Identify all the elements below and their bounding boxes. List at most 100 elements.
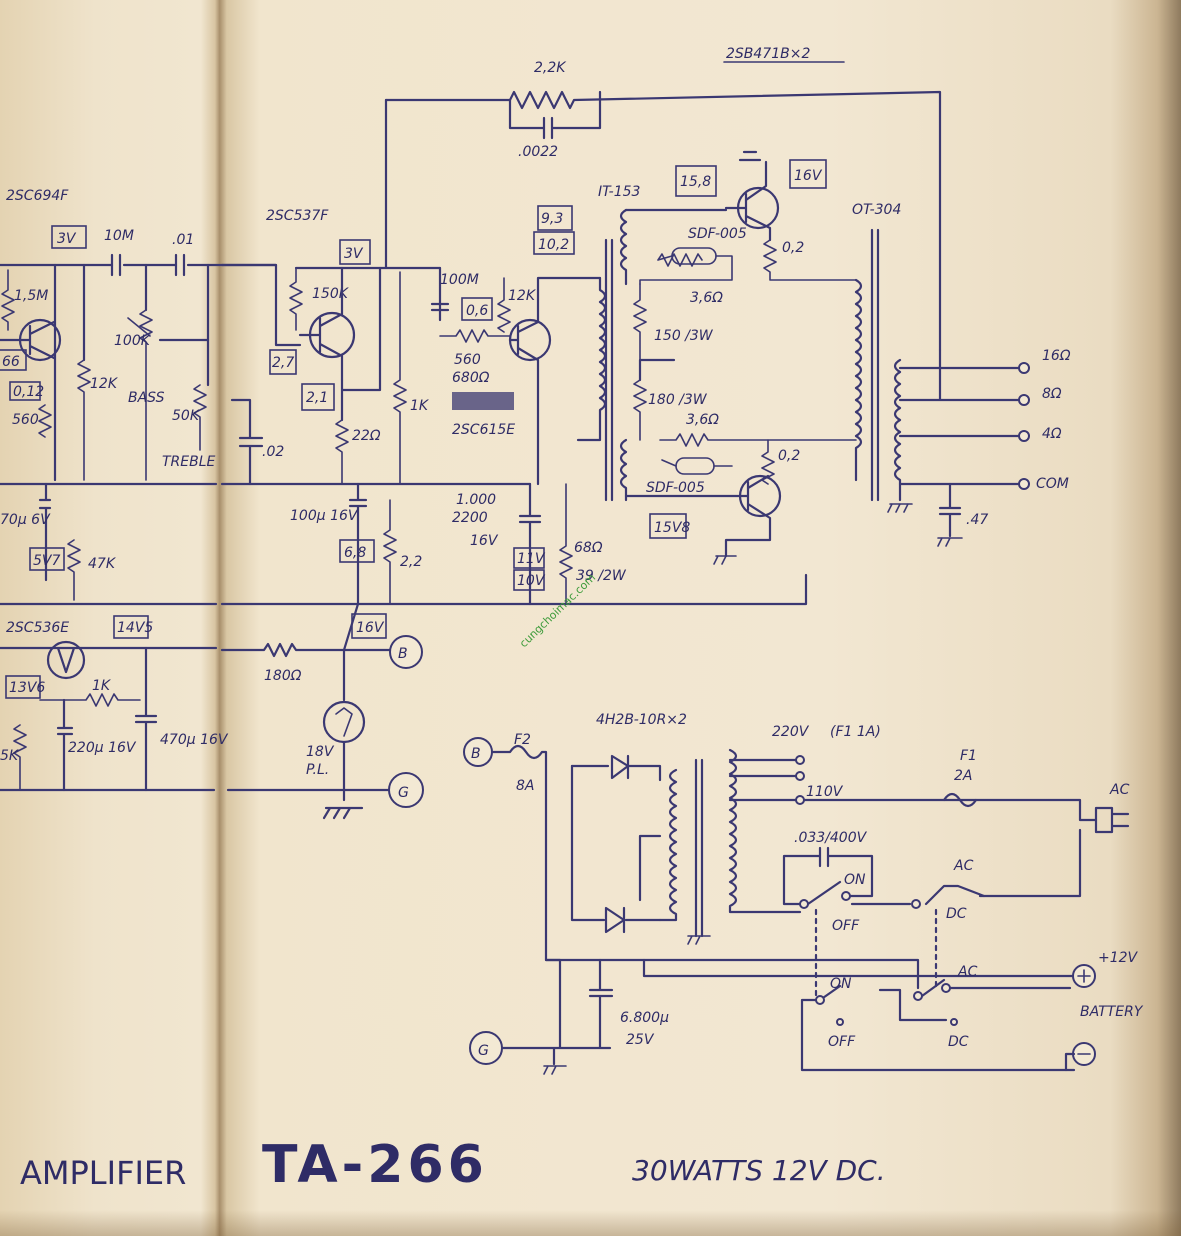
v11-label: 11V [517,551,546,567]
t3-label: 2SC537F [266,208,329,224]
r15-label: 39 /2W [576,568,627,584]
t1-label: 2SC694F [6,188,69,204]
r4-label: 47K [88,556,117,572]
tap8-label: 8Ω [1042,386,1062,402]
r2-label: 12K [90,376,119,392]
r5-label: 1K [92,678,112,694]
treble-label: TREBLE [162,454,216,470]
left-preamp: 2SC694F 3V 10M .01 1,5M 66 0,12 560 12K … [0,188,302,1192]
t3-v-label: 3V [344,246,364,262]
r02a-label: 0,2 [782,240,804,256]
r36b-label: 3,6Ω [686,412,719,428]
r14-label: 68Ω [574,540,603,556]
r13-label: 680Ω [452,370,490,386]
r10-label: 2,2 [400,554,422,570]
t1-voltage-box [51,225,87,249]
v10-label: 10V [517,573,546,589]
fuse1-a-label: 2A [954,768,972,784]
com-label: COM [1036,476,1069,492]
b-terminal-top-label: B [398,646,408,662]
plus12-label: +12V [1098,950,1139,966]
ot-label: OT-304 [852,202,901,218]
t2-voltage: 14V5 [117,620,153,636]
r8-label: 22Ω [352,428,381,444]
output-stage: 2SB471B×2 IT-153 15,8 16V 0,2 SDF-005 3,… [576,46,1071,565]
b-terminal-top [389,635,423,669]
v16o-label: 16V [794,168,823,184]
ac-sw-label: AC [953,858,974,874]
g-terminal [469,1031,503,1065]
pair-label: 2SB471B×2 [726,46,810,62]
f1-label: (F1 1A) [830,724,881,740]
c5-label: 470μ 16V [160,732,229,748]
t4-v1-label: 9,3 [541,211,563,227]
r16-label: 180Ω [264,668,302,684]
ac2-label: AC [957,964,978,980]
v158b-label: 15V8 [654,520,690,536]
cfilter-label: 6.800μ [620,1010,669,1026]
tap16-label: 16Ω [1042,348,1071,364]
v110-label: 110V [806,784,844,800]
bass-pot-label: 100K [114,333,152,349]
t2-label: 2SC536E [6,620,69,636]
dc-sw-label: DC [946,906,967,922]
lamp-v-label: 18V [306,744,335,760]
c7-label: 100μ 16V [290,508,359,524]
feedback-r-label: 2,2K [534,60,567,76]
v136-label: 13V6 [9,680,45,696]
r180-label: 180 /3W [648,392,708,408]
cfilter-v-label: 25V [626,1032,655,1048]
c6-label: .02 [262,444,284,460]
mid-stage: 2SC537F 3V 150K 2,7 2,1 22Ω 1K .02 100μ … [220,98,808,820]
g-terminal-label: G [478,1043,489,1059]
v158-label: 15,8 [680,174,711,190]
lamp-label: P.L. [306,762,329,778]
ve-label: 0,12 [13,384,44,400]
t1-voltage: 3V [57,231,77,247]
off2-label: OFF [828,1034,856,1050]
g-terminal-top [388,772,424,808]
r3-label: 560 [12,412,39,428]
v16-label: 16V [356,620,385,636]
bass-label: BASS [128,390,165,406]
fuse2-a-label: 8A [516,778,534,794]
t4-v2-label: 10,2 [538,237,569,253]
sdf1-label: SDF-005 [688,226,747,242]
r11-label: 12K [508,288,537,304]
cap-sw-label: .033/400V [794,830,868,846]
spec-text: 30WATTS 12V DC. [632,1154,886,1187]
r9-label: 1K [410,398,430,414]
amplifier-title: AMPLIFIER [20,1154,186,1192]
battery-label: BATTERY [1080,1004,1144,1020]
c2-label: .01 [172,232,194,248]
c3-label: 70μ 6V [0,512,51,528]
model-title: TA-266 [262,1135,488,1195]
sdf2-label: SDF-005 [646,480,705,496]
treble-pot-label: 50K [172,408,201,424]
cout-label: .47 [966,512,988,528]
v27-label: 2,7 [272,355,294,371]
r150-label: 150 /3W [654,328,714,344]
off-label: OFF [832,918,860,934]
r1-label: 1,5M [14,288,48,304]
v68-label: 6,8 [344,545,366,561]
fuse2-label: F2 [514,732,531,748]
diodes-label: 4H2B-10R×2 [596,712,687,728]
c9b-label: 2200 [452,510,488,526]
feedback-c-label: .0022 [518,144,558,160]
power-supply: B F2 8A 4H2B-10R×2 220V (F1 1A) 110V F1 … [463,712,1144,1075]
t1-e-label: 66 [2,354,20,370]
dc2-label: DC [948,1034,969,1050]
c9-label: 1.000 [456,492,496,508]
v21-label: 2,1 [306,390,328,406]
ac-label: AC [1109,782,1130,798]
on-label: ON [844,872,866,888]
v220-label: 220V [772,724,810,740]
tap4-label: 4Ω [1042,426,1062,442]
b-terminal-label: B [471,746,481,762]
r7-label: 150K [312,286,350,302]
c4-label: 220μ 16V [68,740,137,756]
it-label: IT-153 [598,184,640,200]
feedback-network: 2,2K .0022 [384,60,942,352]
